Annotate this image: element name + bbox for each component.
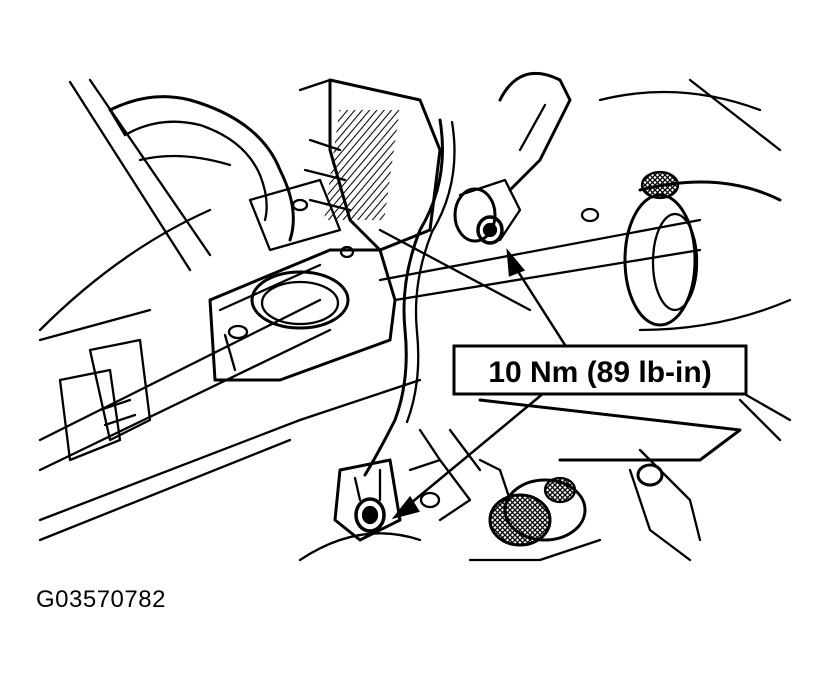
arrow-icon xyxy=(506,248,526,277)
arrow-icon xyxy=(391,495,420,520)
upper-callout-leader xyxy=(510,261,567,346)
engine-components xyxy=(38,71,792,562)
torque-label: 10 Nm (89 lb-in) xyxy=(488,356,711,389)
torque-callout: 10 Nm (89 lb-in) xyxy=(452,344,748,396)
lower-callout-leader xyxy=(404,391,546,509)
callout-arrows xyxy=(391,248,567,520)
figure-id: G03570782 xyxy=(36,586,166,613)
callout-box xyxy=(452,344,748,396)
